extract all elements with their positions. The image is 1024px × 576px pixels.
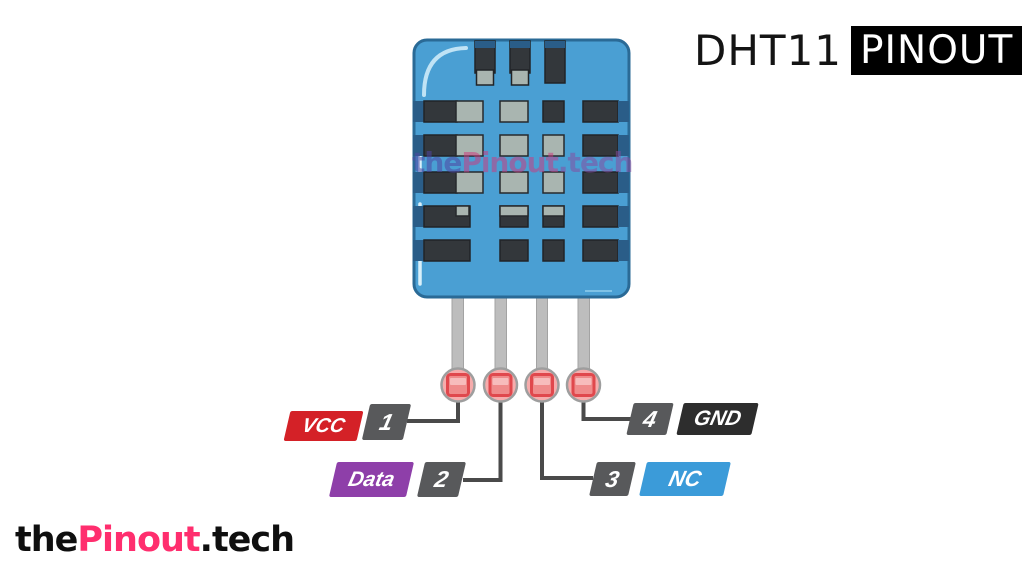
pinout-badge-text: PINOUT [851,26,1023,75]
watermark-the: the [412,146,462,179]
pin-label-gnd-text: GND [691,407,744,430]
pin-label-gnd: GND [676,403,759,435]
pin-number-2: 2 [416,462,467,497]
logo-tech: .tech [199,520,295,560]
pin-marker-2 [482,367,519,403]
pin-number-4: 4 [626,403,674,435]
pin-number-1: 1 [361,404,412,440]
pin-wires [407,401,631,482]
sensor-grille [413,40,629,262]
pin-number-1-text: 1 [377,408,397,435]
logo-the: the [15,520,78,560]
logo-pinout: Pinout [77,520,200,560]
pin-label-data-text: Data [346,467,398,491]
pin-label-vcc-text: VCC [299,414,348,437]
site-logo: thePinout.tech [15,520,295,560]
chip-name-text: DHT11 [694,26,843,75]
watermark-tech: .tech [557,146,634,179]
diagram-title: DHT11 PINOUT [694,26,1023,75]
pin-marker-3 [524,367,560,403]
pin-marker-1 [440,367,476,403]
pin-number-4-text: 4 [640,405,660,432]
pin-markers [440,367,602,403]
pin-label-nc-text: NC [666,466,704,491]
pin-number-3-text: 3 [603,465,623,492]
pin-number-2-text: 2 [432,466,452,492]
sensor-legs [451,296,590,379]
pin-label-nc: NC [639,462,731,496]
watermark-pinout: Pinout [461,146,559,179]
pin-label-vcc: VCC [283,411,364,441]
pin-label-data: Data [328,462,415,497]
watermark-text: thePinout.tech [412,146,634,179]
pin-number-3: 3 [589,462,636,496]
pin-marker-4 [565,367,602,403]
